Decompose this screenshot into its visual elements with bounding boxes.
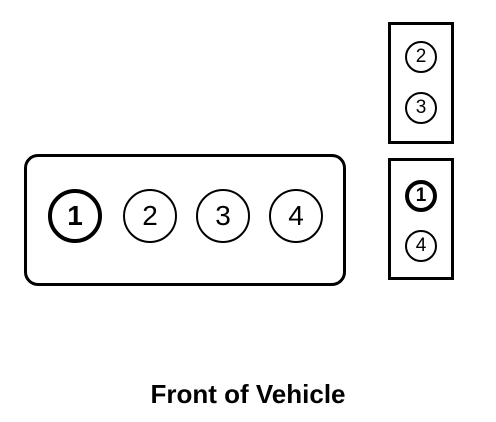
cylinder-4: 4 [269,189,323,243]
cylinder-3: 3 [196,189,250,243]
coil-terminal-1: 1 [405,180,437,212]
coil-terminal-3: 3 [405,92,437,124]
cylinder-1: 1 [48,189,102,243]
coil-pack-top [388,22,454,144]
coil-terminal-2: 2 [405,41,437,73]
coil-pack-bottom [388,158,454,280]
engine-block [24,154,346,286]
cylinder-2: 2 [123,189,177,243]
coil-terminal-4: 4 [405,230,437,262]
front-of-vehicle-label: Front of Vehicle [150,379,346,409]
